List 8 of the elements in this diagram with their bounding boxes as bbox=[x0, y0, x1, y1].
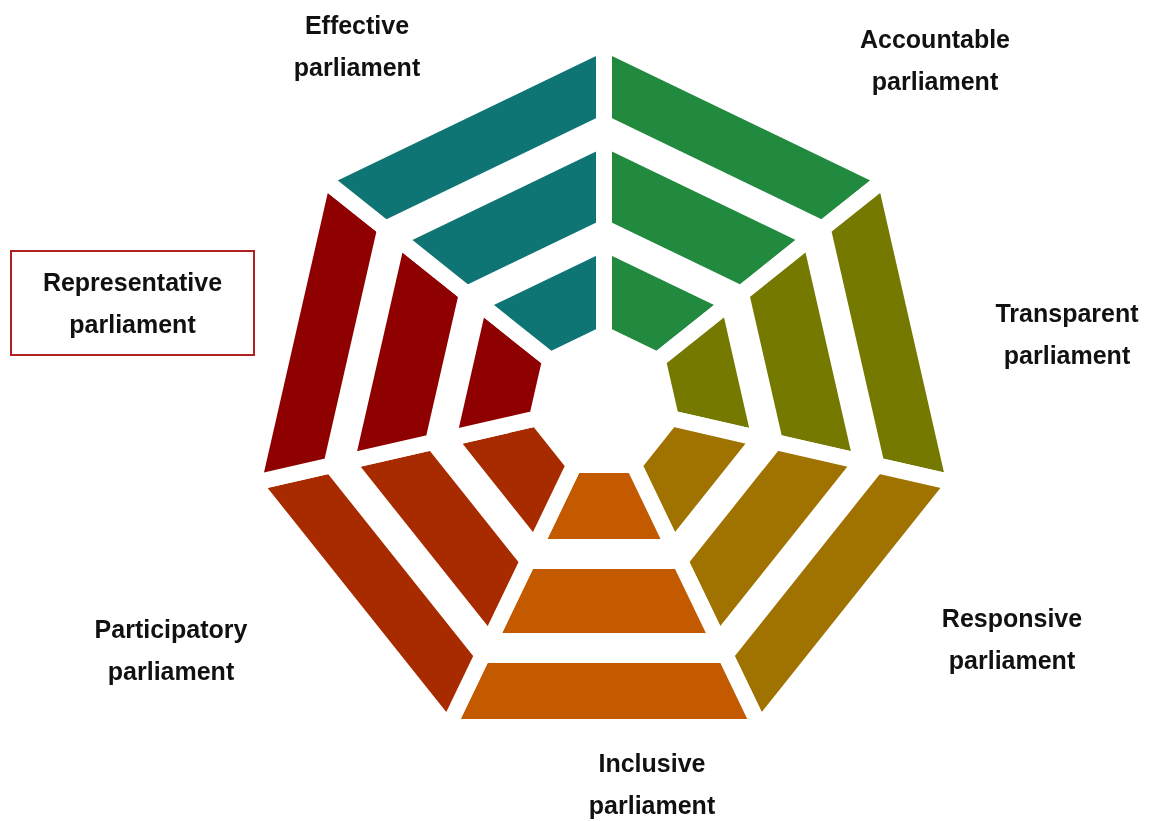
segment-label: Effective parliament bbox=[292, 10, 422, 83]
segment-label: Transparent parliament bbox=[994, 298, 1140, 371]
segment-label: Inclusive parliament bbox=[587, 748, 717, 821]
segment-label: Accountable parliament bbox=[859, 24, 1011, 97]
segment-label: Participatory parliament bbox=[93, 614, 249, 687]
segment-label: Representative parliament bbox=[41, 267, 224, 340]
highlighted-label-box bbox=[10, 250, 255, 356]
segment-label: Responsive parliament bbox=[940, 603, 1084, 676]
